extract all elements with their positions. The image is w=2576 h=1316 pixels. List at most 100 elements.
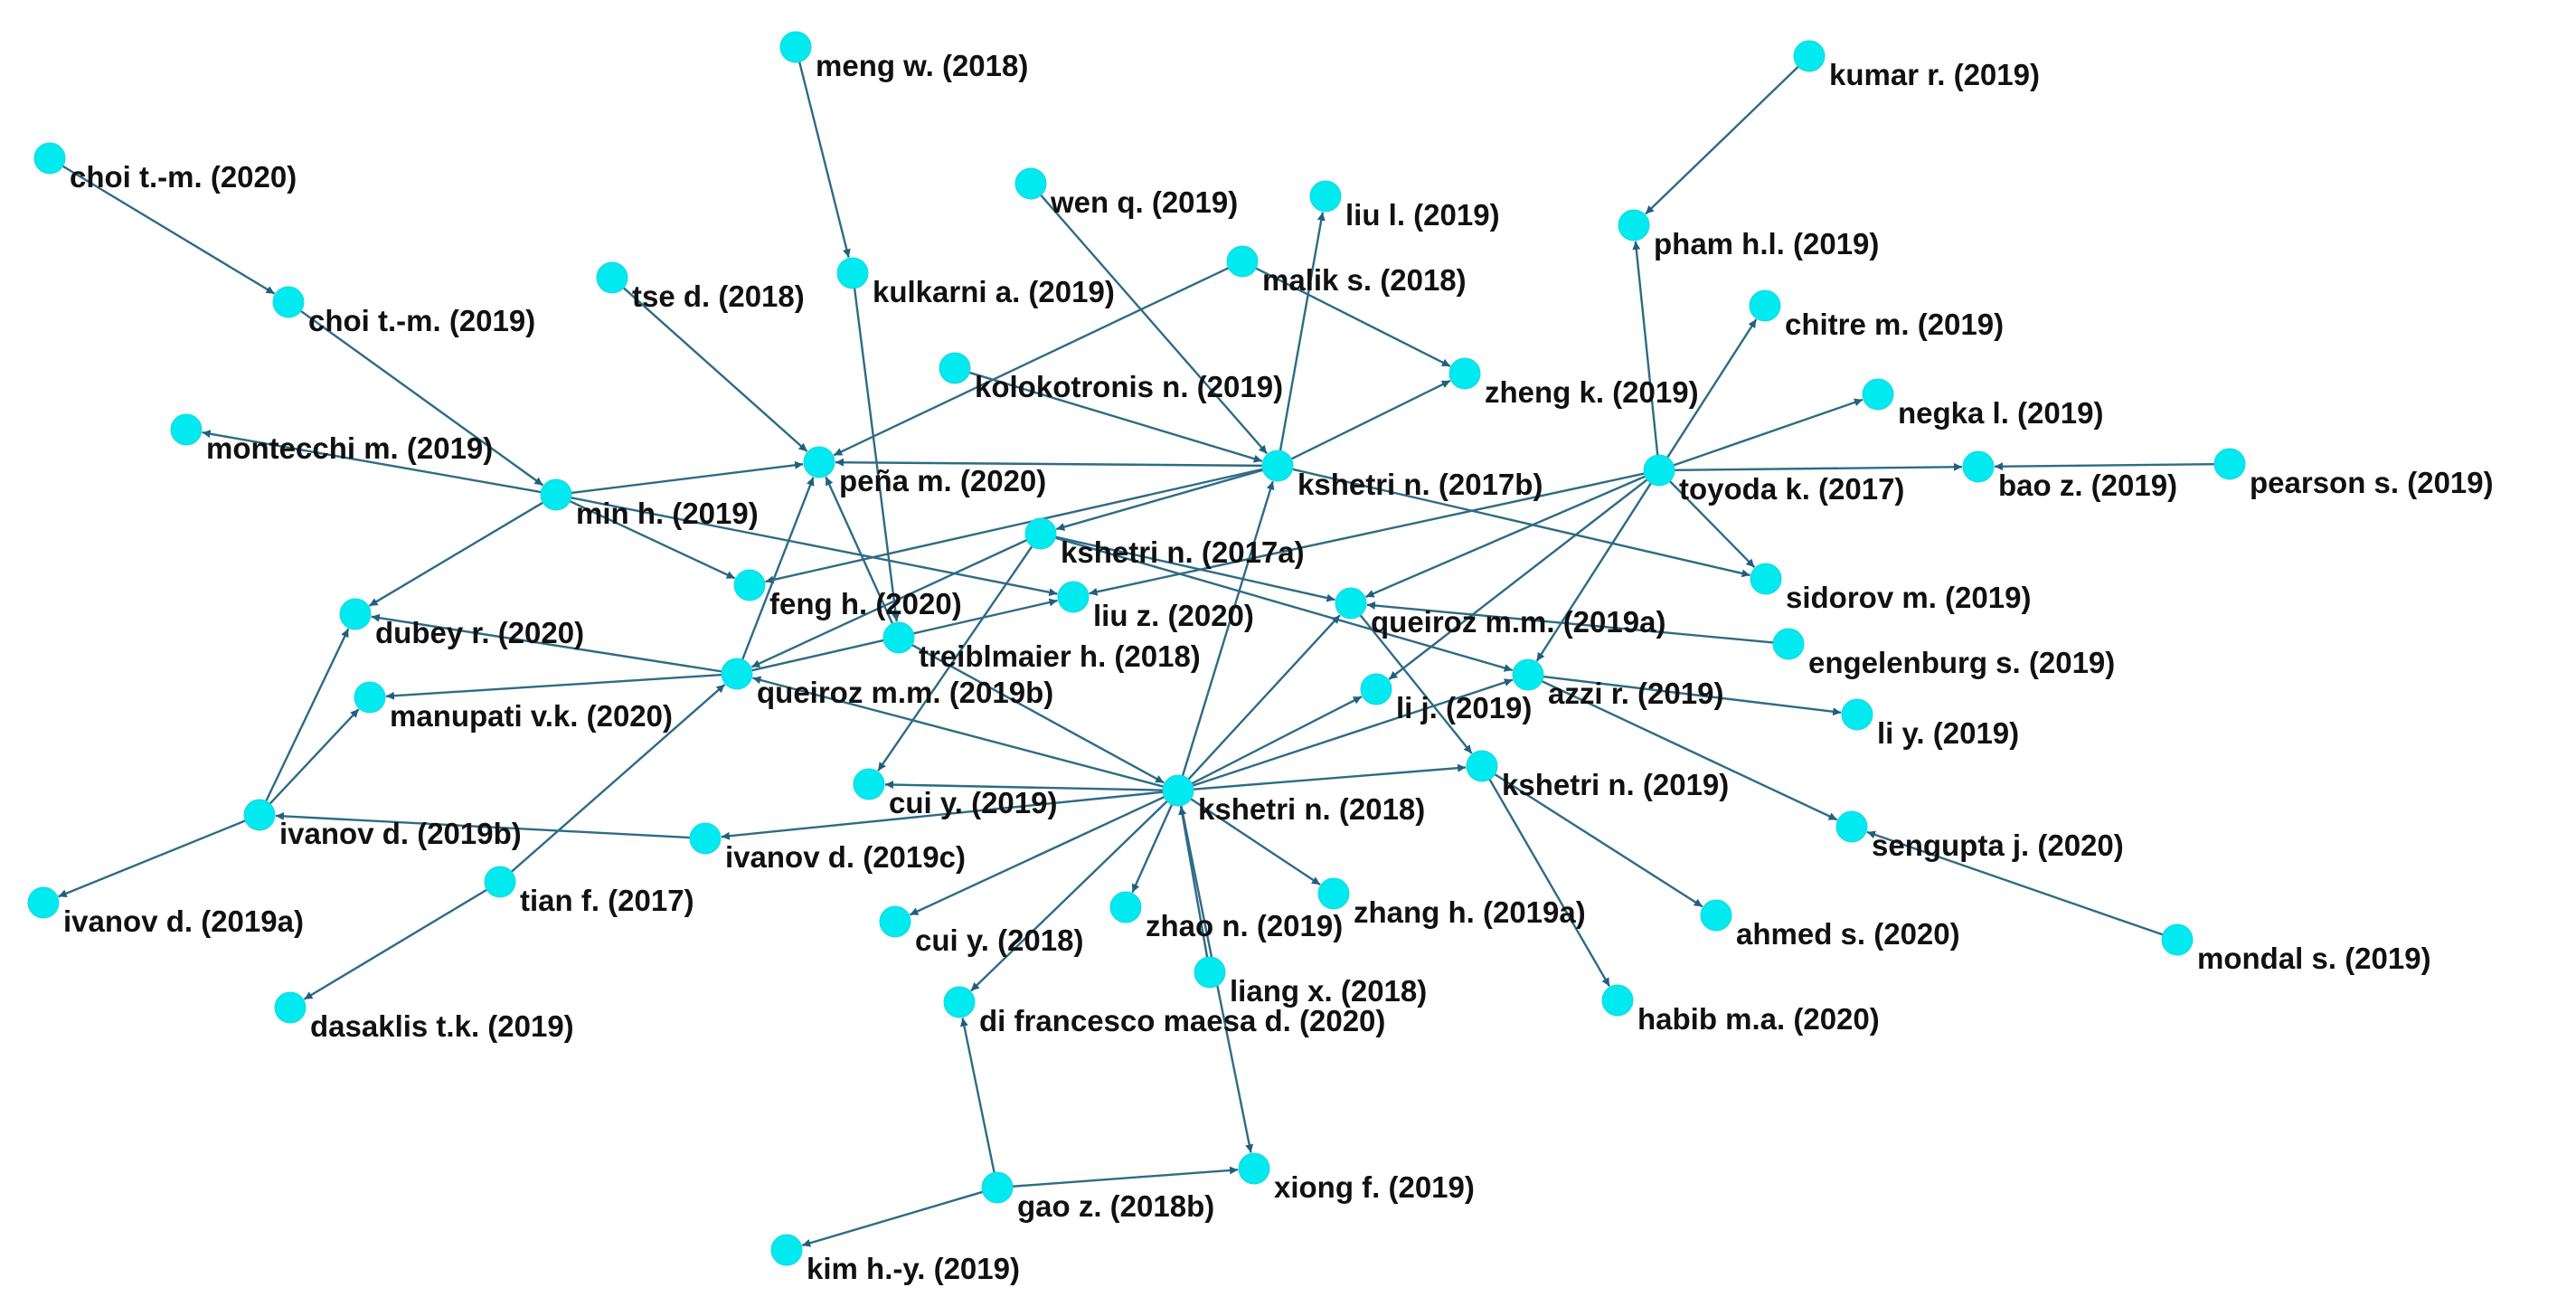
node-tian2017[interactable]: tian f. (2017) xyxy=(484,866,694,917)
node-circle[interactable] xyxy=(1643,454,1675,487)
node-circle[interactable] xyxy=(1360,673,1392,705)
node-circle[interactable] xyxy=(1618,209,1650,241)
node-circle[interactable] xyxy=(836,257,869,289)
node-circle[interactable] xyxy=(1835,810,1868,843)
node-sengupta2020[interactable]: sengupta j. (2020) xyxy=(1835,810,2124,862)
node-ahmed2020[interactable]: ahmed s. (2020) xyxy=(1700,899,1960,951)
node-circle[interactable] xyxy=(484,866,516,898)
node-kim2019[interactable]: kim h.-y. (2019) xyxy=(770,1234,1020,1285)
node-circle[interactable] xyxy=(803,446,835,478)
node-toyoda2017[interactable]: toyoda k. (2017) xyxy=(1643,454,1904,506)
node-circle[interactable] xyxy=(339,598,372,630)
node-azzi2019[interactable]: azzi r. (2019) xyxy=(1512,658,1723,710)
node-bao2019[interactable]: bao z. (2019) xyxy=(1962,450,2177,502)
node-xiong2019[interactable]: xiong f. (2019) xyxy=(1238,1152,1475,1204)
node-dubey2020[interactable]: dubey r. (2020) xyxy=(339,598,584,649)
node-habib2020[interactable]: habib m.a. (2020) xyxy=(1601,984,1880,1036)
node-circle[interactable] xyxy=(2213,448,2246,480)
node-circle[interactable] xyxy=(1109,891,1142,923)
node-cui2019[interactable]: cui y. (2019) xyxy=(853,768,1057,819)
node-pham2019[interactable]: pham h.l. (2019) xyxy=(1618,209,1879,260)
node-kshetri2017a[interactable]: kshetri n. (2017a) xyxy=(1024,517,1305,569)
node-circle[interactable] xyxy=(1841,698,1873,731)
node-circle[interactable] xyxy=(27,886,60,919)
node-circle[interactable] xyxy=(1700,899,1732,932)
node-montecchi2019[interactable]: montecchi m. (2019) xyxy=(170,413,493,465)
node-circle[interactable] xyxy=(1750,563,1782,595)
node-circle[interactable] xyxy=(1862,378,1894,411)
node-difrancesco2020[interactable]: di francesco maesa d. (2020) xyxy=(943,986,1385,1037)
node-negka2019[interactable]: negka l. (2019) xyxy=(1862,378,2103,430)
node-circle[interactable] xyxy=(1024,517,1057,550)
node-circle[interactable] xyxy=(1057,581,1090,613)
node-circle[interactable] xyxy=(1512,658,1544,691)
node-min2019[interactable]: min h. (2019) xyxy=(540,478,759,530)
node-engelenburg2019[interactable]: engelenburg s. (2019) xyxy=(1772,628,2115,679)
node-manupati2020[interactable]: manupati v.k. (2020) xyxy=(354,681,673,733)
node-dasaklis2019[interactable]: dasaklis t.k. (2019) xyxy=(274,991,574,1043)
node-kshetri2017b[interactable]: kshetri n. (2017b) xyxy=(1261,450,1543,501)
node-circle[interactable] xyxy=(1601,984,1634,1017)
node-circle[interactable] xyxy=(1793,40,1826,72)
node-circle[interactable] xyxy=(1014,167,1047,200)
node-circle[interactable] xyxy=(1335,587,1367,620)
node-wen2019[interactable]: wen q. (2019) xyxy=(1014,167,1238,219)
node-cui2018[interactable]: cui y. (2018) xyxy=(879,905,1083,957)
node-circle[interactable] xyxy=(540,478,572,511)
node-circle[interactable] xyxy=(882,621,915,654)
node-circle[interactable] xyxy=(1194,956,1226,989)
node-circle[interactable] xyxy=(943,986,976,1018)
node-circle[interactable] xyxy=(243,799,276,831)
node-kumar2019[interactable]: kumar r. (2019) xyxy=(1793,40,2040,91)
node-circle[interactable] xyxy=(1309,180,1342,213)
node-circle[interactable] xyxy=(2161,923,2194,956)
node-circle[interactable] xyxy=(1772,628,1805,660)
node-circle[interactable] xyxy=(1466,750,1498,782)
node-ivanov2019a[interactable]: ivanov d. (2019a) xyxy=(27,886,304,938)
node-circle[interactable] xyxy=(733,569,766,601)
node-circle[interactable] xyxy=(1162,774,1194,807)
node-circle[interactable] xyxy=(689,822,722,855)
node-circle[interactable] xyxy=(721,658,753,690)
node-circle[interactable] xyxy=(1962,450,1995,483)
node-pearson2019[interactable]: pearson s. (2019) xyxy=(2213,448,2494,499)
node-circle[interactable] xyxy=(1261,450,1294,482)
node-circle[interactable] xyxy=(1448,357,1481,390)
node-circle[interactable] xyxy=(981,1171,1014,1204)
node-circle[interactable] xyxy=(1317,877,1350,910)
node-meng2018[interactable]: meng w. (2018) xyxy=(779,31,1028,82)
node-sidorov2019[interactable]: sidorov m. (2019) xyxy=(1750,563,2031,614)
node-queiroz2019a[interactable]: queiroz m.m. (2019a) xyxy=(1335,587,1665,639)
node-circle[interactable] xyxy=(274,991,307,1024)
node-circle[interactable] xyxy=(170,413,203,446)
node-circle[interactable] xyxy=(596,261,628,294)
node-zhao2019[interactable]: zhao n. (2019) xyxy=(1109,891,1343,942)
node-kolokotronis2019[interactable]: kolokotronis n. (2019) xyxy=(939,352,1283,403)
node-choi2020[interactable]: choi t.-m. (2020) xyxy=(33,142,297,194)
node-chitre2019[interactable]: chitre m. (2019) xyxy=(1749,289,2004,341)
node-liang2018[interactable]: liang x. (2018) xyxy=(1194,956,1427,1008)
node-lij2019[interactable]: li j. (2019) xyxy=(1360,673,1532,724)
node-circle[interactable] xyxy=(1226,245,1259,278)
node-gao2018b[interactable]: gao z. (2018b) xyxy=(981,1171,1214,1223)
node-tse2018[interactable]: tse d. (2018) xyxy=(596,261,805,313)
node-circle[interactable] xyxy=(1238,1152,1270,1185)
node-circle[interactable] xyxy=(1749,289,1781,322)
node-treiblmaier2018[interactable]: treiblmaier h. (2018) xyxy=(882,621,1201,673)
node-kshetri2018[interactable]: kshetri n. (2018) xyxy=(1162,774,1425,826)
node-zheng2019[interactable]: zheng k. (2019) xyxy=(1448,357,1699,409)
node-queiroz2019b[interactable]: queiroz m.m. (2019b) xyxy=(721,658,1053,709)
node-choi2019[interactable]: choi t.-m. (2019) xyxy=(272,286,535,337)
node-circle[interactable] xyxy=(272,286,305,318)
node-mondal2019[interactable]: mondal s. (2019) xyxy=(2161,923,2431,975)
node-zhang2019a[interactable]: zhang h. (2019a) xyxy=(1317,877,1586,929)
node-circle[interactable] xyxy=(354,681,386,714)
node-kshetri2019[interactable]: kshetri n. (2019) xyxy=(1466,750,1729,801)
node-circle[interactable] xyxy=(33,142,66,175)
node-circle[interactable] xyxy=(770,1234,803,1266)
node-kulkarni2019[interactable]: kulkarni a. (2019) xyxy=(836,257,1115,308)
node-liuz2020[interactable]: liu z. (2020) xyxy=(1057,581,1254,632)
node-pena2020[interactable]: peña m. (2020) xyxy=(803,446,1046,497)
node-circle[interactable] xyxy=(879,905,911,938)
node-circle[interactable] xyxy=(939,352,971,384)
